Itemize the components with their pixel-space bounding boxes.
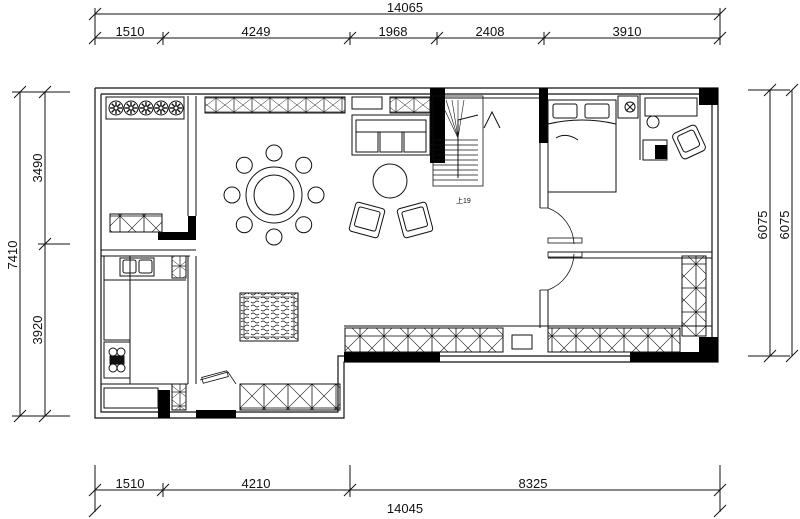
top-total-label: 14065 <box>387 0 423 15</box>
sofa-icon <box>351 114 431 156</box>
cabinet-top-living <box>204 96 346 114</box>
cabinet-left-lower <box>109 213 163 233</box>
cabinet-top-small <box>389 96 431 114</box>
stair-icon <box>432 95 501 187</box>
cabinet-kitchen-strip <box>171 255 187 279</box>
kitchen-counter <box>103 279 186 384</box>
left-total-label: 7410 <box>5 241 20 270</box>
top-segment-label: 2408 <box>476 24 505 39</box>
armchair-icon <box>348 201 386 239</box>
top-dimension-line <box>88 7 727 45</box>
cabinet-small <box>511 334 533 350</box>
door-swing-icon <box>199 207 583 385</box>
cabinet-bedroom2 <box>547 327 681 353</box>
bottom-dimension-line <box>88 465 727 518</box>
dining-table-icon <box>223 144 325 246</box>
round-table-icon <box>372 163 408 199</box>
plant-pot <box>153 100 169 116</box>
cabinet-bottom-living <box>239 383 341 411</box>
dining-chair <box>265 144 283 162</box>
dining-chair <box>307 186 325 204</box>
wall-columns <box>158 88 718 418</box>
left-segment-label: 3920 <box>30 316 45 345</box>
top-segment-label: 3910 <box>613 24 642 39</box>
dining-chair <box>223 186 241 204</box>
cabinet-kitchen-strip <box>171 383 187 411</box>
top-segment-label: 4249 <box>242 24 271 39</box>
kitchen-lower-counter <box>103 387 159 409</box>
plant-pot <box>108 100 124 116</box>
bottom-segment-label: 4210 <box>242 476 271 491</box>
sink-icon <box>103 255 155 281</box>
plant-pot <box>123 100 139 116</box>
bottom-total-label: 14045 <box>387 501 423 516</box>
dining-chair <box>235 156 253 174</box>
right-dimension-label: 6075 <box>755 211 770 240</box>
cabinet-tv-wall <box>344 327 504 353</box>
plant-pot <box>168 100 184 116</box>
rug-icon <box>239 292 299 342</box>
bottom-segment-label: 1510 <box>116 476 145 491</box>
stair-tread <box>439 99 459 139</box>
plant-pot <box>138 100 154 116</box>
top-segment-label: 1510 <box>116 24 145 39</box>
cabinet-shelf <box>351 96 383 110</box>
left-dimension-line <box>12 85 70 423</box>
left-segment-label: 3490 <box>30 154 45 183</box>
dining-chair <box>295 216 313 234</box>
stove-icon <box>103 341 131 379</box>
desk-chair-icon <box>642 97 706 161</box>
dining-chair <box>265 228 283 246</box>
built-in-cabinets <box>109 96 707 411</box>
plant-icon <box>105 96 185 120</box>
wardrobe-bedroom2 <box>681 255 707 337</box>
right-dimension-label: 6075 <box>777 211 792 240</box>
stair-tread <box>445 99 459 139</box>
dining-chair <box>235 216 253 234</box>
bed-icon <box>547 95 639 193</box>
dining-chair <box>295 156 313 174</box>
armchair-icon <box>396 201 434 239</box>
stair-tread <box>451 99 459 139</box>
top-segment-label: 1968 <box>379 24 408 39</box>
stair-label: 上19 <box>456 196 471 205</box>
right-dimension-line <box>748 83 799 363</box>
bottom-segment-label: 8325 <box>519 476 548 491</box>
